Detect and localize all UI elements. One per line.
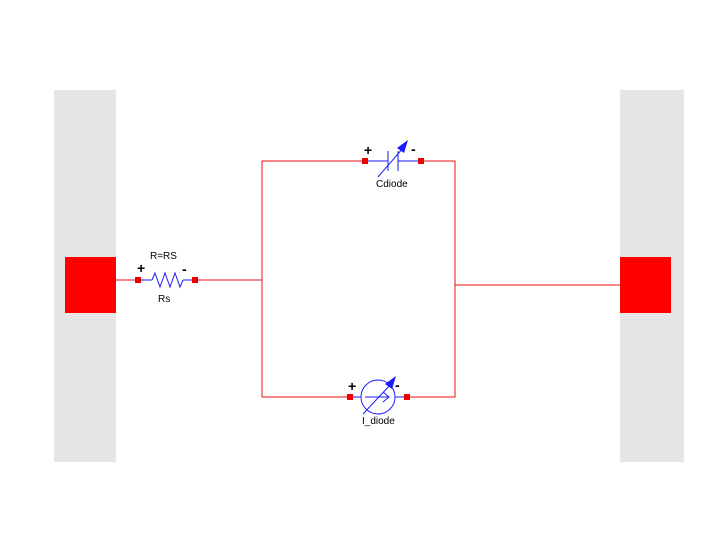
pin-cdiode-minus[interactable] <box>418 158 424 164</box>
resistor-icon <box>151 271 184 289</box>
idiode-minus-sign: - <box>395 377 400 393</box>
pin-idiode-minus[interactable] <box>404 394 410 400</box>
idiode-name-label: I_diode <box>362 416 395 427</box>
rs-name-label: Rs <box>158 294 170 305</box>
wire-right-branch <box>407 160 456 398</box>
pin-idiode-plus[interactable] <box>347 394 353 400</box>
capacitor-cdiode[interactable]: + - Cdiode <box>362 140 424 190</box>
left-port[interactable] <box>65 257 116 313</box>
pin-cdiode-plus[interactable] <box>362 158 368 164</box>
pin-rs-plus[interactable] <box>135 277 141 283</box>
cdiode-plus-sign: + <box>364 142 372 158</box>
rs-minus-sign: - <box>182 261 187 277</box>
wire-left-branch <box>261 160 365 398</box>
variable-capacitor-icon <box>377 140 408 178</box>
current-source-idiode[interactable]: + - I_diode <box>347 376 410 427</box>
cdiode-minus-sign: - <box>411 141 416 157</box>
pin-rs-minus[interactable] <box>192 277 198 283</box>
cdiode-name-label: Cdiode <box>376 179 408 190</box>
idiode-plus-sign: + <box>348 378 356 394</box>
rs-plus-sign: + <box>137 260 145 276</box>
rs-param-label: R=RS <box>150 251 177 262</box>
resistor-rs[interactable]: + - R=RS Rs <box>135 251 198 305</box>
variable-current-source-icon <box>362 376 396 415</box>
wires <box>116 160 620 398</box>
right-port[interactable] <box>620 257 671 313</box>
